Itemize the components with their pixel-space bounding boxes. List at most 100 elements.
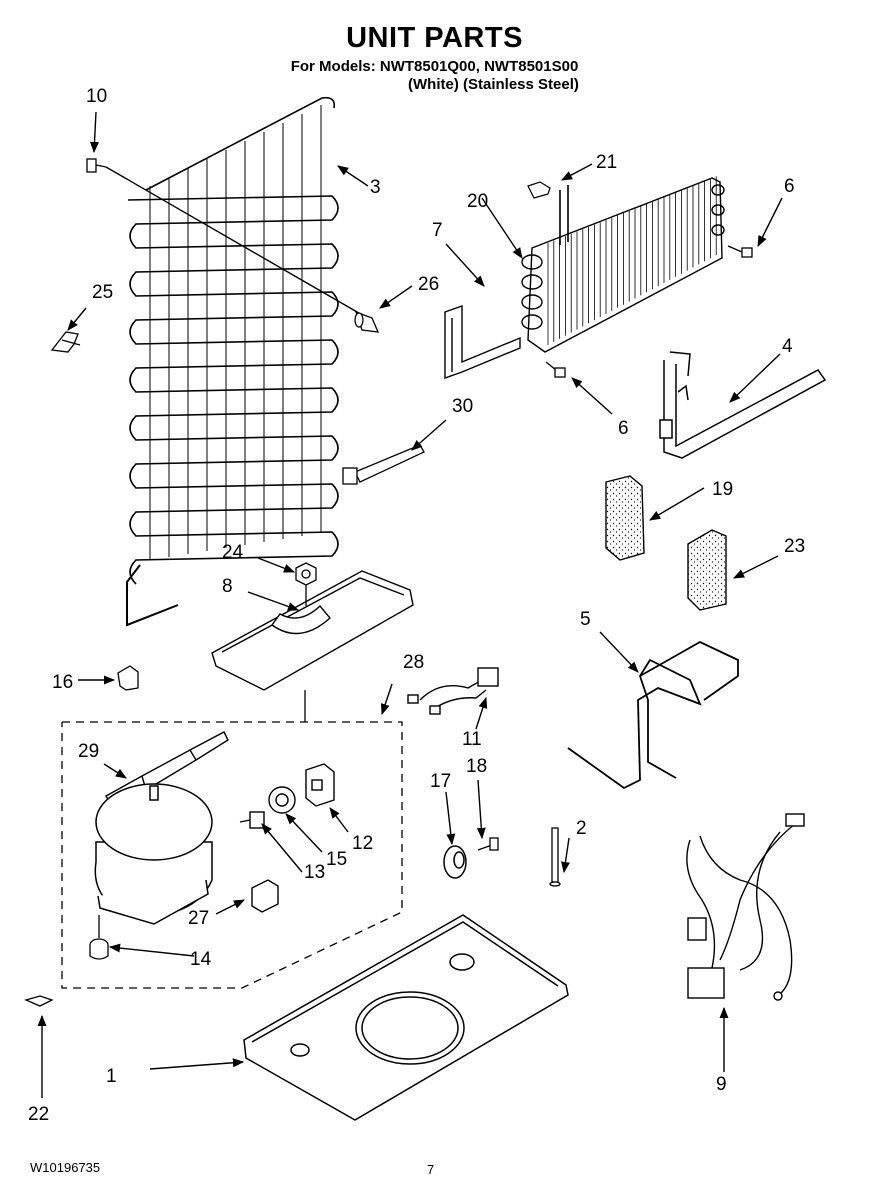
callout-1: 1 xyxy=(106,1066,117,1087)
condenser-wires xyxy=(149,105,322,560)
models-line: For Models: NWT8501Q00, NWT8501S00 xyxy=(290,58,579,75)
evaporator-clip xyxy=(527,181,551,199)
leader-arrow xyxy=(599,631,639,673)
clip-16 xyxy=(117,665,139,691)
compressor xyxy=(94,783,213,925)
leader-arrow xyxy=(90,111,99,154)
callout-8: 8 xyxy=(222,576,233,597)
leader-arrow xyxy=(561,837,570,874)
callout-19: 19 xyxy=(712,479,733,500)
leader-arrow xyxy=(649,487,705,521)
drain-tube-30 xyxy=(342,444,425,485)
leader-arrow xyxy=(476,779,486,840)
condenser-outlet-tube xyxy=(126,564,179,627)
leader-arrow xyxy=(561,163,593,181)
leader-arrow xyxy=(329,807,349,833)
callout-labels: 1 2 3 4 5 6 6 7 8 9 10 11 12 13 14 15 16… xyxy=(28,86,805,1125)
wiring-harness-9 xyxy=(686,813,805,1001)
terminal-cover-13 xyxy=(239,811,265,829)
evaporator-end-coils xyxy=(521,184,725,330)
callout-30: 30 xyxy=(452,396,473,417)
leader-arrow xyxy=(379,285,413,309)
evaporator-inlet-tubes xyxy=(559,185,569,245)
page-title: UNIT PARTS xyxy=(346,22,523,54)
callout-10: 10 xyxy=(86,86,107,107)
callout-17: 17 xyxy=(430,771,451,792)
leader-arrow xyxy=(481,197,523,259)
defrost-heater xyxy=(659,351,827,459)
leader-arrow xyxy=(475,696,488,730)
screw-10 xyxy=(86,158,107,173)
leader-arrow xyxy=(261,823,303,873)
evaporator xyxy=(521,176,725,353)
leader-arrow xyxy=(732,555,779,579)
tube-assembly-5 xyxy=(567,640,739,790)
leader-arrow xyxy=(571,377,613,415)
callout-9: 9 xyxy=(716,1074,727,1095)
overload-15 xyxy=(268,786,296,814)
grommet-14 xyxy=(89,915,109,960)
bracket-25 xyxy=(50,331,81,353)
callout-7: 7 xyxy=(432,220,443,241)
leader-arrow xyxy=(247,591,300,611)
callout-21: 21 xyxy=(596,152,617,173)
nut-24 xyxy=(295,562,317,606)
screw-18 xyxy=(477,837,499,851)
leader-lines xyxy=(37,111,783,1098)
evaporator-bracket xyxy=(444,305,521,379)
callout-4: 4 xyxy=(782,336,793,357)
spacer-26 xyxy=(354,310,380,333)
callout-25: 25 xyxy=(92,282,113,303)
leader-arrow xyxy=(757,197,783,248)
clip-22 xyxy=(24,995,54,1007)
callout-27: 27 xyxy=(188,908,209,929)
callout-5: 5 xyxy=(580,609,591,630)
callout-12: 12 xyxy=(352,833,373,854)
grommet-17 xyxy=(443,845,467,879)
callout-23: 23 xyxy=(784,536,805,557)
callout-13: 13 xyxy=(304,862,325,883)
leader-arrow xyxy=(380,683,393,716)
callout-20: 20 xyxy=(467,191,488,212)
condenser-serpentine-tube xyxy=(127,96,339,585)
callout-24: 24 xyxy=(222,542,244,563)
screw-6-upper xyxy=(727,245,753,258)
callout-3: 3 xyxy=(370,177,381,198)
callout-29: 29 xyxy=(78,741,99,762)
base-pan xyxy=(243,914,569,1121)
leader-arrow xyxy=(445,243,485,287)
pin-2 xyxy=(549,827,561,887)
callout-6-upper: 6 xyxy=(784,176,795,197)
condenser-coil xyxy=(126,96,339,627)
callout-16: 16 xyxy=(52,672,73,693)
leader-arrow xyxy=(445,791,456,846)
wire-harness-28 xyxy=(407,667,499,715)
callout-15: 15 xyxy=(326,849,347,870)
page-number: 7 xyxy=(427,1162,435,1177)
callout-26: 26 xyxy=(418,274,439,295)
capacitor-27 xyxy=(251,879,279,913)
sealed-system-group xyxy=(61,690,403,989)
callout-11: 11 xyxy=(462,729,482,750)
leader-arrow xyxy=(729,353,781,403)
leader-arrow xyxy=(257,557,296,573)
callout-14: 14 xyxy=(190,949,212,970)
leader-arrow xyxy=(411,419,447,451)
relay-12 xyxy=(305,763,335,807)
callout-2: 2 xyxy=(576,818,587,839)
evaporator-fins xyxy=(547,176,717,345)
evaporator-body xyxy=(527,177,723,353)
variants-line: (White) (Stainless Steel) xyxy=(408,76,579,93)
callout-6-lower: 6 xyxy=(618,418,629,439)
foam-block-19 xyxy=(605,475,645,561)
leader-arrow xyxy=(67,307,87,331)
drain-pan xyxy=(211,570,414,691)
callout-22: 22 xyxy=(28,1104,49,1125)
leader-arrow xyxy=(103,763,127,779)
screw-6-lower xyxy=(545,361,566,378)
callout-18: 18 xyxy=(466,756,487,777)
leader-arrow xyxy=(285,813,323,853)
leader-arrow xyxy=(108,943,195,957)
